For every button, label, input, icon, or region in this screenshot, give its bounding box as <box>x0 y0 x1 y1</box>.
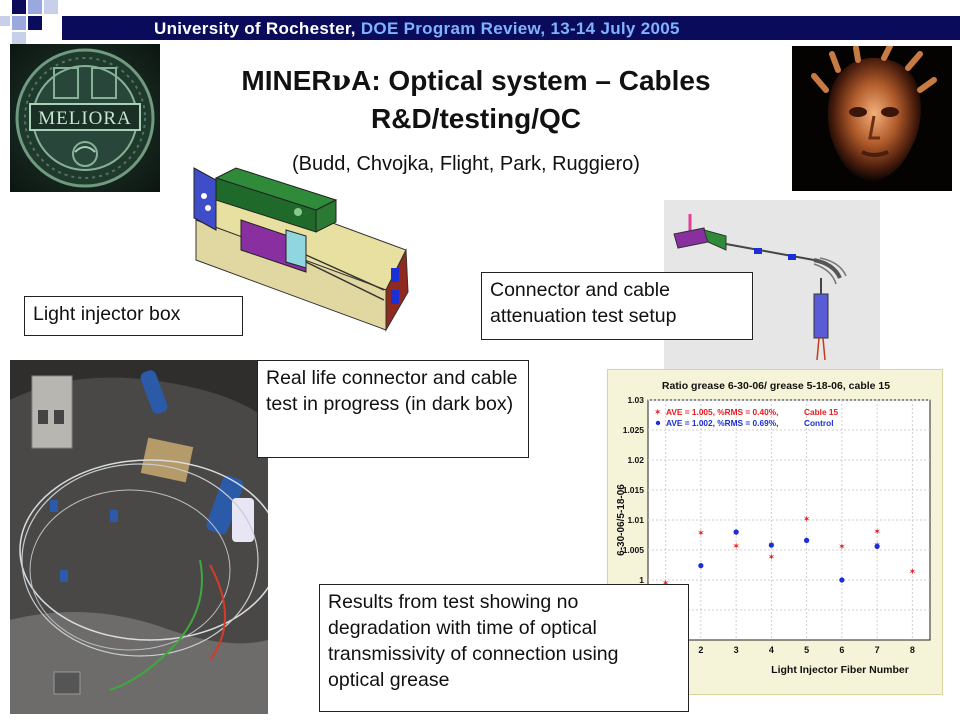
light-injector-label: Light injector box <box>24 296 243 336</box>
y-tick-label: 1.03 <box>627 395 644 405</box>
data-point-cable15: ✶ <box>697 529 705 539</box>
seal-lettering: MELIORA <box>38 108 132 129</box>
data-point-cable15: ✶ <box>768 553 776 563</box>
x-axis-label: Light Injector Fiber Number <box>771 664 909 676</box>
x-ticks: 12345678 <box>663 645 915 655</box>
legend-entry-label: Cable 15 <box>804 407 839 417</box>
data-point-control <box>698 563 704 569</box>
x-tick-label: 3 <box>734 645 739 655</box>
legend-entry-text: AVE = 1.002, %RMS = 0.69%, <box>666 418 778 428</box>
y-tick-label: 1.02 <box>627 455 644 465</box>
title-greek-nu: ν <box>331 64 352 97</box>
authors: (Budd, Chvojka, Flight, Park, Ruggiero) <box>292 153 640 175</box>
y-tick-label: 1.005 <box>623 545 645 555</box>
x-tick-label: 2 <box>698 645 703 655</box>
title-suffix: A: Optical system – Cables <box>351 65 711 96</box>
meliora-seal-image: MELIORA <box>10 44 160 192</box>
data-point-control <box>874 543 880 549</box>
y-tick-label: 1.015 <box>623 485 645 495</box>
legend-entry-label: Control <box>804 418 834 428</box>
header-bar: University of Rochester, DOE Program Rev… <box>0 0 960 44</box>
legend: ✶ AVE = 1.005, %RMS = 0.40%, Cable 15 AVE =… <box>654 407 839 428</box>
sculpted-head-photo <box>792 46 952 191</box>
title-line-2: R&D/testing/QC <box>371 103 581 134</box>
data-point-cable15: ✶ <box>873 527 881 537</box>
data-point-cable15: ✶ <box>732 542 740 552</box>
header-band <box>62 16 960 40</box>
real-life-test-label: Real life connector and cable test in pr… <box>257 360 529 458</box>
legend-marker-star: ✶ <box>654 408 662 418</box>
header-event: DOE Program Review, 13-14 July 2005 <box>360 19 680 38</box>
y-tick-label: 1 <box>639 575 644 585</box>
data-point-cable15: ✶ <box>803 515 811 525</box>
y-axis-label: 6-30-06/5-18-06 <box>616 484 627 556</box>
header-text: University of Rochester, DOE Program Rev… <box>154 19 680 39</box>
header-decoration <box>0 0 60 44</box>
header-org: University of Rochester, <box>154 19 356 38</box>
data-point-control <box>768 542 774 548</box>
page-title: MINERνA: Optical system – Cables R&D/tes… <box>160 62 792 138</box>
data-point-cable15: ✶ <box>909 568 917 578</box>
ratio-chart: Ratio grease 6-30-06/ grease 5-18-06, ca… <box>607 369 943 695</box>
x-tick-label: 7 <box>875 645 880 655</box>
legend-marker-dot <box>655 420 661 426</box>
chart-title: Ratio grease 6-30-06/ grease 5-18-06, ca… <box>662 380 890 392</box>
data-point-control <box>839 577 845 583</box>
y-tick-label: 1.025 <box>623 425 645 435</box>
x-tick-label: 5 <box>804 645 809 655</box>
x-tick-label: 8 <box>910 645 915 655</box>
x-tick-label: 6 <box>839 645 844 655</box>
title-line-1: MINERνA: Optical system – Cables <box>160 62 792 100</box>
results-label: Results from test showing no degradation… <box>319 584 689 712</box>
data-point-control <box>804 537 810 543</box>
chart-svg: Ratio grease 6-30-06/ grease 5-18-06, ca… <box>616 380 931 676</box>
x-tick-label: 4 <box>769 645 774 655</box>
data-point-control <box>733 529 739 535</box>
light-injector-box-drawing <box>186 150 416 335</box>
data-point-cable15: ✶ <box>838 542 846 552</box>
connector-setup-label: Connector and cable attenuation test set… <box>481 272 753 340</box>
title-prefix: MINER <box>241 65 332 96</box>
legend-entry-text: AVE = 1.005, %RMS = 0.40%, <box>666 407 778 417</box>
dark-box-test-photo <box>10 360 268 714</box>
y-tick-label: 1.01 <box>627 515 644 525</box>
